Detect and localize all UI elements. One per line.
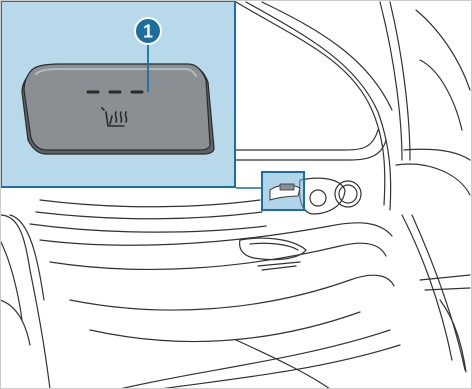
seat-heating-button xyxy=(22,64,214,154)
callout-number: 1 xyxy=(143,22,153,42)
detail-inset: 1 xyxy=(1,1,235,187)
callout-marker-1: 1 xyxy=(135,18,161,44)
switch-location-highlight xyxy=(262,172,304,210)
